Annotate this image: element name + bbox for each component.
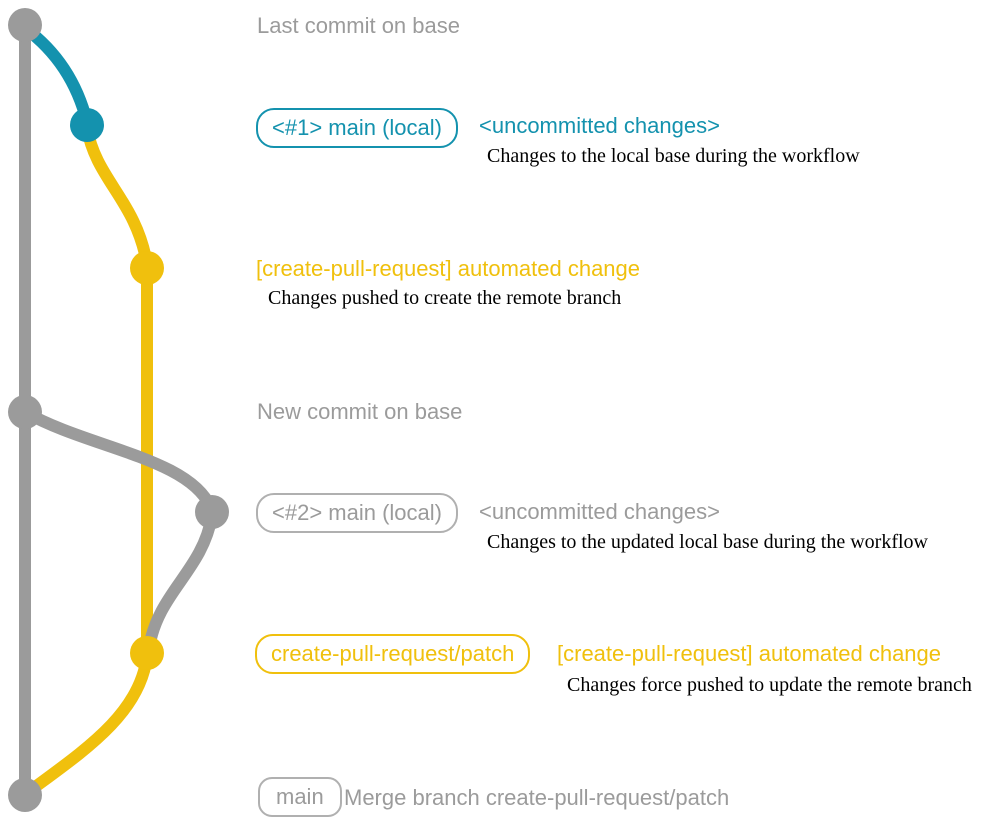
commit-dot-main-local-1: [70, 108, 104, 142]
main-local-branch-curve: [19, 22, 93, 128]
uncommitted-changes-note-1: <uncommitted changes>: [479, 113, 720, 138]
last-commit-label: Last commit on base: [257, 13, 460, 38]
commit-dot-last-base: [8, 8, 42, 42]
commit-dot-automated-change-2: [130, 636, 164, 670]
patch-merge-curve: [21, 650, 153, 799]
uncommitted-changes-desc-1: Changes to the local base during the wor…: [487, 145, 860, 167]
branch-pill-patch: create-pull-request/patch: [255, 634, 531, 674]
uncommitted-changes-note-2: <uncommitted changes>: [479, 499, 720, 524]
commit-dot-merge: [8, 778, 42, 812]
commit-dot-automated-change-1: [130, 251, 164, 285]
commit-dot-main-local-2: [195, 495, 229, 529]
rebase-curve: [143, 510, 218, 654]
new-commit-label: New commit on base: [257, 399, 463, 424]
uncommitted-changes-desc-2: Changes to the updated local base during…: [487, 531, 928, 553]
branch-pill-main-local-1: <#1> main (local): [256, 108, 458, 148]
automated-change-desc-1: Changes pushed to create the remote bran…: [268, 287, 622, 309]
commit-dot-new-base: [8, 395, 42, 429]
base-update-curve: [19, 406, 217, 514]
merge-commit-label: Merge branch create-pull-request/patch: [344, 785, 730, 810]
branch-pill-main: main: [258, 777, 342, 817]
automated-change-note-1: [create-pull-request] automated change: [256, 256, 641, 281]
automated-change-note-2: [create-pull-request] automated change: [557, 641, 942, 666]
branch-pill-main-local-2: <#2> main (local): [256, 493, 458, 533]
automated-change-desc-2: Changes force pushed to update the remot…: [567, 674, 972, 696]
patch-branch-curve-top: [81, 122, 153, 270]
